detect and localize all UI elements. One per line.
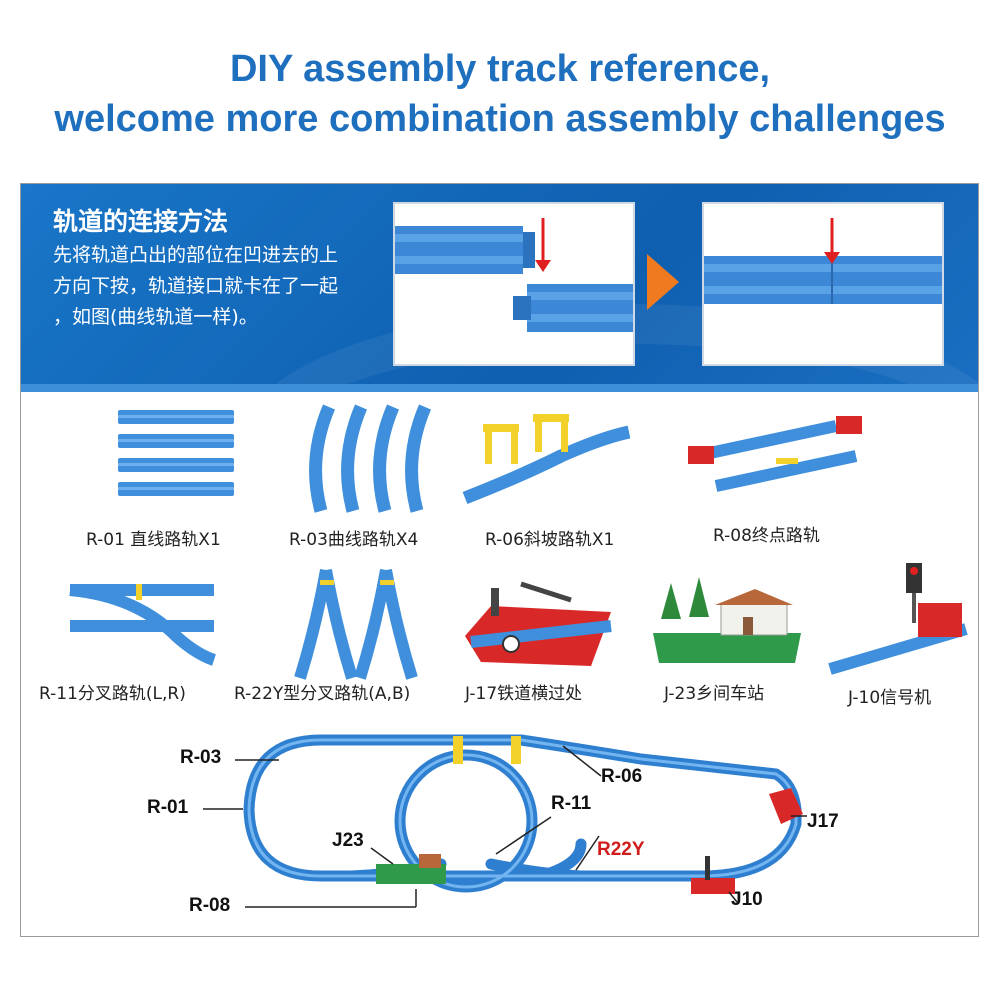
part-railroad-crossing: [461, 576, 621, 676]
layout-label-r08: R-08: [189, 895, 231, 916]
next-step-arrow-icon: [647, 254, 679, 310]
connection-banner: 轨道的连接方法 先将轨道凸出的部位在凹进去的上方向下按，轨道接口就卡在了一起 ，…: [21, 184, 978, 392]
switch-track-icon: [69, 584, 216, 666]
country-station-icon: [653, 577, 801, 663]
page-title-line-2: welcome more combination assembly challe…: [54, 98, 946, 140]
reference-panel: 轨道的连接方法 先将轨道凸出的部位在凹进去的上方向下按，轨道接口就卡在了一起 ，…: [20, 183, 979, 937]
part-label: R-22Y型分叉路轨(A,B): [234, 684, 411, 704]
track-layout-diagram: [203, 734, 807, 908]
page-title-line-1: DIY assembly track reference,: [229, 48, 771, 90]
part-y-switch-track: [286, 566, 426, 681]
end-track-icon: [688, 416, 862, 492]
part-label: J-17铁道横过处: [465, 684, 583, 704]
part-curved-track: [299, 399, 439, 519]
connection-step-before-image: [393, 202, 635, 366]
layout-label-r11: R-11: [551, 793, 592, 814]
part-label: R-03曲线路轨X4: [289, 530, 419, 550]
part-label: R-06斜坡路轨X1: [485, 530, 615, 550]
straight-track-icon: [118, 410, 234, 496]
part-end-track: [686, 406, 866, 506]
layout-label-j10: J10: [731, 889, 763, 910]
layout-label-r01: R-01: [147, 797, 189, 818]
part-straight-track: [116, 406, 236, 506]
banner-description: 先将轨道凸出的部位在凹进去的上方向下按，轨道接口就卡在了一起 ，如图(曲线轨道一…: [53, 244, 339, 328]
part-label: R-01 直线路轨X1: [86, 530, 221, 550]
part-switch-track: [66, 576, 216, 676]
y-switch-track-icon: [294, 568, 418, 680]
part-signal: [826, 559, 971, 679]
connection-step-after-image: [702, 202, 944, 366]
part-label: J-23乡间车站: [664, 684, 765, 704]
curved-track-icon: [309, 404, 432, 513]
signal-icon: [828, 563, 968, 675]
part-label: R-11分叉路轨(L,R): [39, 684, 186, 704]
railroad-crossing-icon: [465, 581, 612, 666]
slope-track-icon: [462, 414, 631, 505]
layout-label-r03: R-03: [180, 747, 222, 768]
part-label: R-08终点路轨: [713, 526, 820, 546]
part-country-station: [651, 571, 801, 676]
part-label: J-10信号机: [848, 688, 932, 708]
banner-heading: 轨道的连接方法: [53, 207, 229, 236]
layout-label-j23: J23: [332, 830, 364, 851]
part-slope-track: [461, 406, 631, 506]
layout-label-j17: J17: [807, 811, 839, 832]
layout-label-r06: R-06: [601, 766, 643, 787]
layout-label-r22y: R22Y: [597, 839, 645, 860]
